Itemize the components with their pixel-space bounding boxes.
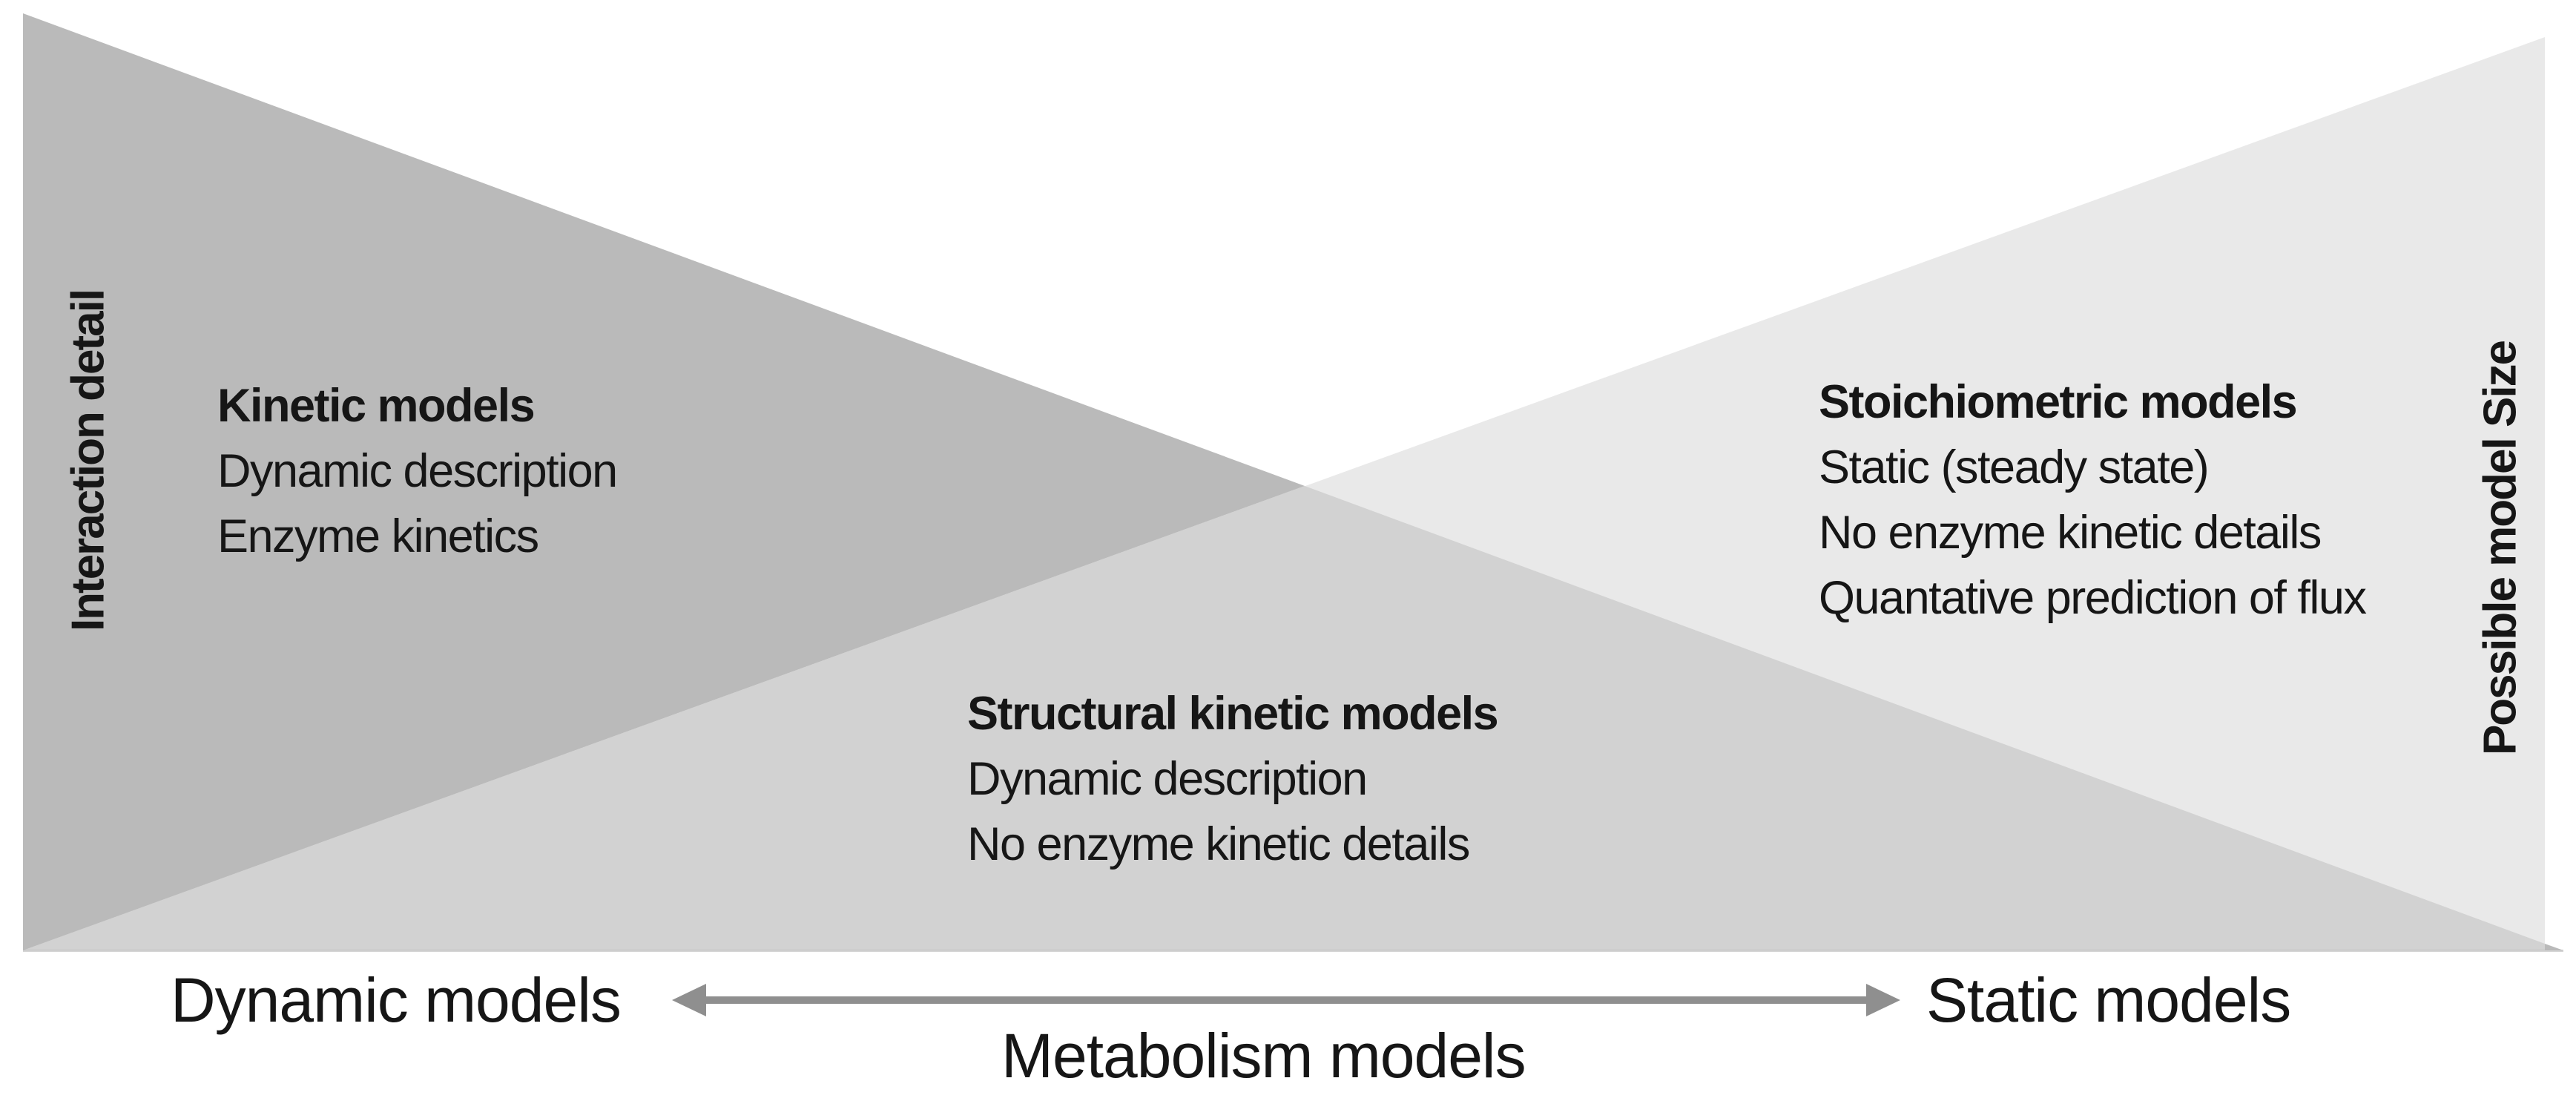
triangle-overlap-region [23,486,2545,950]
structural-kinetic-models-block: Structural kinetic models Dynamic descri… [967,681,1499,877]
structural-kinetic-models-line-1: Dynamic description [967,753,1368,805]
stoichiometric-models-block: Stoichiometric models Static (steady sta… [1819,369,2367,631]
dynamic-models-label: Dynamic models [171,965,622,1035]
axis-arrow-shaft [700,996,1872,1004]
kinetic-models-line-2: Enzyme kinetics [217,510,539,562]
axis-arrow [672,984,1900,1016]
right-axis-label: Possible model Size [2474,341,2526,756]
figure-bottom-edge [23,950,2563,952]
static-models-label: Static models [1926,965,2291,1035]
dark-triangle-tip [2545,944,2563,950]
dark-triangle [23,13,1305,950]
kinetic-models-line-1: Dynamic description [217,445,618,497]
kinetic-models-block: Kinetic models Dynamic description Enzym… [217,373,618,569]
stoichiometric-models-title: Stoichiometric models [1819,376,2298,428]
left-axis-label: Interaction detail [62,289,114,632]
metabolism-models-label: Metabolism models [1001,1021,1526,1091]
stoichiometric-models-line-2: No enzyme kinetic details [1819,507,2322,559]
axis-arrow-right-head [1866,984,1900,1016]
structural-kinetic-models-line-2: No enzyme kinetic details [967,818,1470,870]
axis-arrow-left-head [672,984,706,1016]
stoichiometric-models-line-3: Quantative prediction of flux [1819,572,2367,624]
structural-kinetic-models-title: Structural kinetic models [967,688,1499,740]
kinetic-models-title: Kinetic models [217,380,536,432]
stoichiometric-models-line-1: Static (steady state) [1819,441,2210,493]
